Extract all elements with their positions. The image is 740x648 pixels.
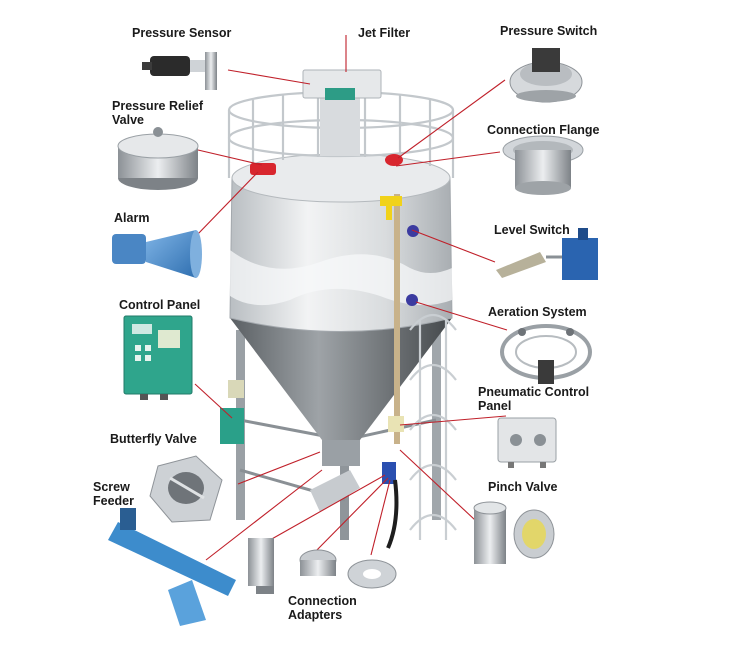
pressure-switch-icon <box>509 48 583 103</box>
hose <box>386 479 399 549</box>
level-switch-marker <box>380 196 402 220</box>
silo-leg <box>432 330 441 520</box>
label-control-panel: Control Panel <box>119 298 201 312</box>
label-level-switch: Level Switch <box>494 223 570 237</box>
label-screw-feeder: Screw Feeder <box>93 480 134 508</box>
leader-lines <box>194 35 508 561</box>
silo <box>220 69 457 549</box>
level-sensor-dot <box>406 294 418 306</box>
label-alarm: Alarm <box>114 211 150 225</box>
label-pneumatic-control-panel: Pneumatic Control Panel <box>478 385 590 413</box>
label-butterfly-valve: Butterfly Valve <box>110 432 197 446</box>
aeration-system-icon <box>500 324 592 384</box>
control-panel-icon <box>123 315 193 400</box>
label-aeration-system: Aeration System <box>488 305 587 319</box>
pinch-valve-icon <box>473 501 555 564</box>
label-pressure-relief-valve: Pressure Relief Valve <box>112 99 204 127</box>
pinch-valve-marker <box>382 462 396 484</box>
control-panel-marker <box>220 408 244 444</box>
label-pressure-sensor: Pressure Sensor <box>132 26 232 40</box>
label-connection-adapters: Connection Adapters <box>288 594 357 622</box>
pressure-relief-valve-icon <box>117 127 199 190</box>
label-connection-flange: Connection Flange <box>487 123 600 137</box>
label-pressure-switch: Pressure Switch <box>500 24 598 38</box>
alarm-icon <box>112 230 202 278</box>
butterfly-valve-icon <box>149 455 223 523</box>
pneumatic-control-panel-icon <box>497 417 557 468</box>
label-jet-filter: Jet Filter <box>358 26 411 40</box>
screw-feeder-icon <box>108 508 236 626</box>
jet-filter-flange <box>325 88 355 100</box>
silo-roof <box>231 153 451 203</box>
aux-box <box>228 380 244 398</box>
level-switch-icon <box>496 228 598 280</box>
level-probe <box>394 194 400 444</box>
connection-adapters-icon <box>248 538 397 594</box>
jet-filter-body <box>320 98 360 156</box>
relief-valve-marker <box>250 163 276 175</box>
silo-ladder <box>409 314 457 540</box>
pressure-sensor-icon <box>142 52 217 90</box>
label-pinch-valve: Pinch Valve <box>488 480 558 494</box>
pneumatic-marker <box>388 416 404 432</box>
level-sensor-dot <box>407 225 419 237</box>
silo-outlet <box>322 440 360 466</box>
connection-flange-icon <box>502 135 584 195</box>
feeder-connection <box>310 470 360 512</box>
